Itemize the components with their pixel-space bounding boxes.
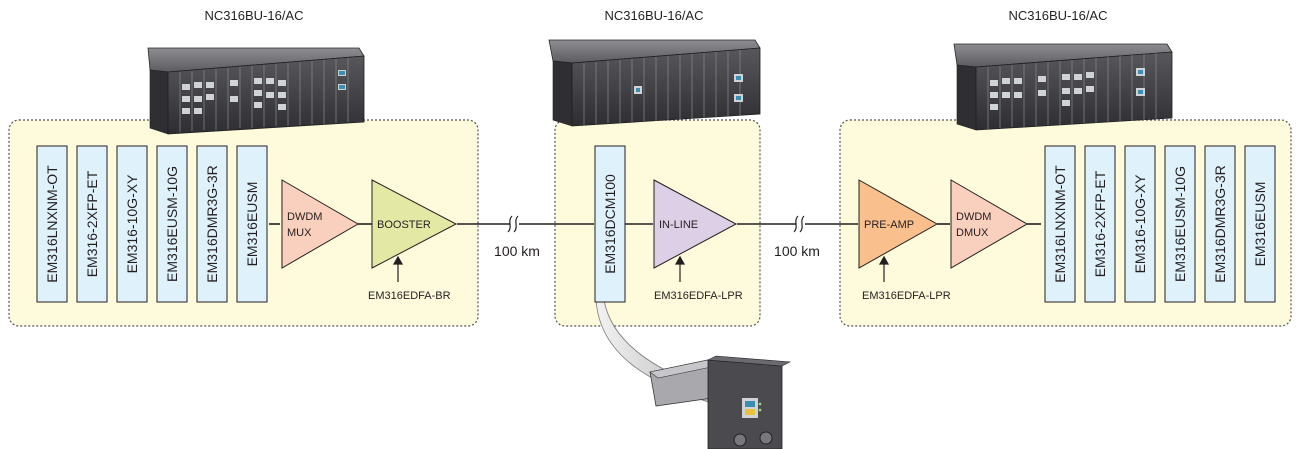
- middle-module: EM316DCM100: [594, 145, 626, 303]
- span-2-distance: 100 km: [774, 243, 820, 259]
- svg-text:EM316-10G-XY: EM316-10G-XY: [124, 174, 140, 273]
- inline-part-arrow: [674, 255, 686, 282]
- booster-part-label: EM316EDFA-BR: [368, 290, 451, 302]
- dcm-card: [649, 355, 792, 449]
- span-break-2: [793, 215, 805, 233]
- svg-text:DMUX: DMUX: [956, 227, 989, 239]
- span-1-distance: 100 km: [494, 243, 540, 259]
- right-module-4: EM316EUSM-10G: [1164, 145, 1196, 303]
- booster-amplifier: BOOSTER: [371, 179, 458, 269]
- svg-text:EM316EUSM-10G: EM316EUSM-10G: [164, 166, 180, 282]
- left-module-3: EM316-10G-XY: [116, 145, 148, 303]
- svg-text:DWDM: DWDM: [956, 211, 991, 223]
- svg-text:MUX: MUX: [287, 227, 312, 239]
- svg-text:EM316-2XFP-ET: EM316-2XFP-ET: [1092, 170, 1108, 277]
- inline-amplifier: IN-LINE: [653, 179, 738, 269]
- svg-text:EM316-10G-XY: EM316-10G-XY: [1132, 174, 1148, 273]
- svg-text:EM316LNXNM-OT: EM316LNXNM-OT: [44, 165, 60, 283]
- right-module-1: EM316LNXNM-OT: [1044, 145, 1076, 303]
- svg-text:PRE-AMP: PRE-AMP: [864, 219, 914, 231]
- inline-part-label: EM316EDFA-LPR: [654, 290, 743, 302]
- chassis-1-label: NC316BU-16/AC: [205, 8, 304, 23]
- chassis-3-label: NC316BU-16/AC: [1009, 8, 1108, 23]
- svg-text:EM316EUSM: EM316EUSM: [1252, 182, 1268, 267]
- right-module-5: EM316DMR3G-3R: [1204, 145, 1236, 303]
- svg-text:EM316EUSM: EM316EUSM: [244, 182, 260, 267]
- preamp-amplifier: PRE-AMP: [858, 179, 939, 269]
- left-module-4: EM316EUSM-10G: [156, 145, 188, 303]
- left-module-6: EM316EUSM: [236, 145, 268, 303]
- svg-text:EM316LNXNM-OT: EM316LNXNM-OT: [1052, 165, 1068, 283]
- dwdm-dmux: DWDM DMUX: [950, 179, 1028, 269]
- span-break-1: [507, 215, 519, 233]
- right-module-2: EM316-2XFP-ET: [1084, 145, 1116, 303]
- left-module-5: EM316DMR3G-3R: [196, 145, 228, 303]
- svg-text:EM316DCM100: EM316DCM100: [602, 174, 618, 274]
- svg-text:IN-LINE: IN-LINE: [659, 219, 698, 231]
- left-module-1: EM316LNXNM-OT: [36, 145, 68, 303]
- chassis-2: [548, 39, 761, 127]
- svg-text:EM316-2XFP-ET: EM316-2XFP-ET: [84, 170, 100, 277]
- chassis-2-label: NC316BU-16/AC: [605, 8, 704, 23]
- left-module-2: EM316-2XFP-ET: [76, 145, 108, 303]
- dwdm-mux: DWDM MUX: [281, 179, 359, 269]
- svg-text:EM316EUSM-10G: EM316EUSM-10G: [1172, 166, 1188, 282]
- svg-text:EM316DMR3G-3R: EM316DMR3G-3R: [1212, 165, 1228, 282]
- svg-text:DWDM: DWDM: [287, 211, 322, 223]
- booster-part-arrow: [392, 255, 404, 282]
- preamp-part-arrow: [878, 255, 890, 282]
- svg-text:BOOSTER: BOOSTER: [377, 219, 431, 231]
- right-module-6: EM316EUSM: [1244, 145, 1276, 303]
- preamp-part-label: EM316EDFA-LPR: [862, 290, 951, 302]
- svg-text:EM316DMR3G-3R: EM316DMR3G-3R: [204, 165, 220, 282]
- right-module-3: EM316-10G-XY: [1124, 145, 1156, 303]
- chassis-1: [147, 47, 365, 135]
- chassis-3: [953, 43, 1173, 131]
